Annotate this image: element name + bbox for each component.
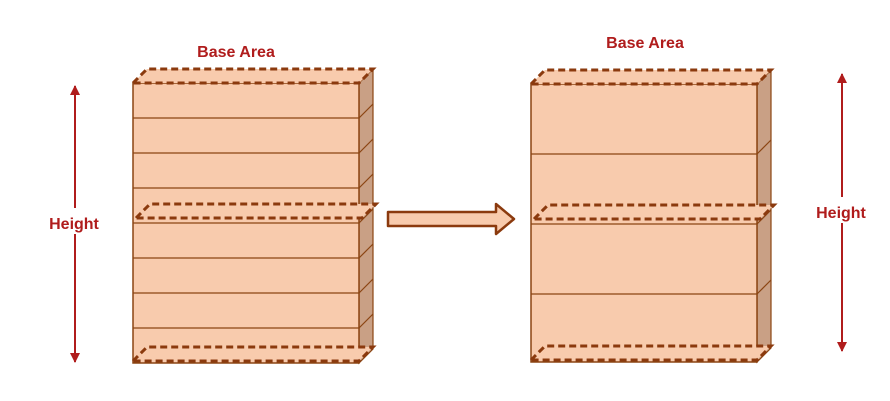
left-stack-layer-lines [133, 103, 374, 329]
right-stack-front-face [530, 83, 758, 363]
right-base-area-middle [530, 203, 778, 221]
right-stack [527, 68, 778, 364]
right-base-area-label: Base Area [606, 35, 684, 52]
left-height-label: Height [49, 216, 99, 233]
right-height-label: Height [816, 205, 866, 222]
left-base-area-middle [132, 202, 380, 220]
left-height-label-bg [40, 208, 110, 234]
left-base-area-label: Base Area [197, 44, 275, 61]
right-height-label-bg [806, 197, 878, 223]
left-stack [129, 67, 380, 365]
left-base-area-bottom [129, 345, 377, 363]
right-base-area-bottom [527, 344, 775, 362]
right-base-area-top [527, 68, 775, 86]
transform-arrow [386, 202, 516, 236]
left-base-area-top [129, 67, 377, 85]
right-stack-layer-lines [531, 139, 772, 295]
